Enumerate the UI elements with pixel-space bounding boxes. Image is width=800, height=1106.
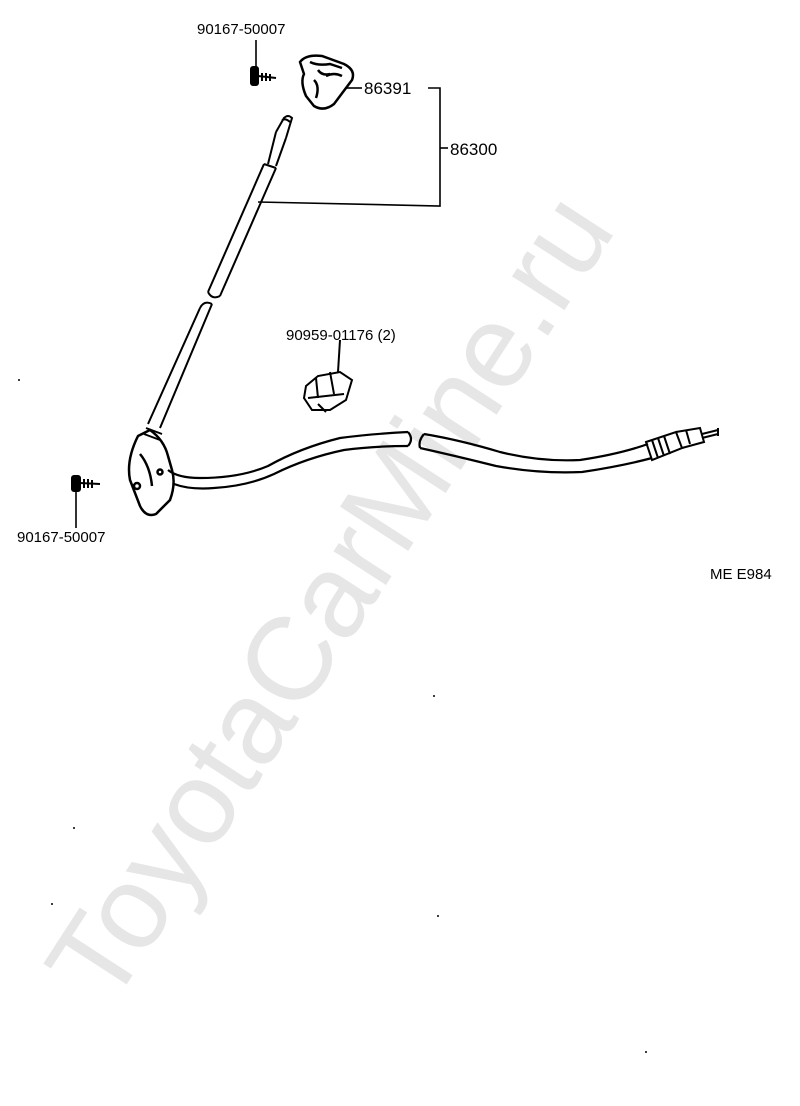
antenna-cap-icon <box>298 54 355 110</box>
antenna-base-icon <box>127 428 175 517</box>
part-label-screw-top: 90167-50007 <box>197 21 285 38</box>
part-label-screw-bottom: 90167-50007 <box>17 529 105 546</box>
antenna-cable-left-icon <box>167 430 413 490</box>
cable-connector-icon <box>644 426 719 462</box>
screw-top-icon <box>250 66 277 86</box>
part-label-clamp: 90959-01176 (2) <box>286 327 396 344</box>
part-label-antenna-assy: 86300 <box>450 140 497 159</box>
antenna-rod-lower-icon <box>143 301 213 441</box>
antenna-rod-upper-icon <box>207 115 294 299</box>
leader-lines <box>75 40 448 528</box>
scan-specks <box>18 379 647 1053</box>
antenna-cable-right-icon <box>418 432 653 474</box>
screw-bottom-icon <box>71 475 101 492</box>
cable-clamp-icon <box>302 339 354 413</box>
watermark: ToyotaCarMine.ru <box>21 171 639 1024</box>
diagram-code: ME E984 <box>710 566 772 583</box>
part-label-cap: 86391 <box>364 79 411 98</box>
